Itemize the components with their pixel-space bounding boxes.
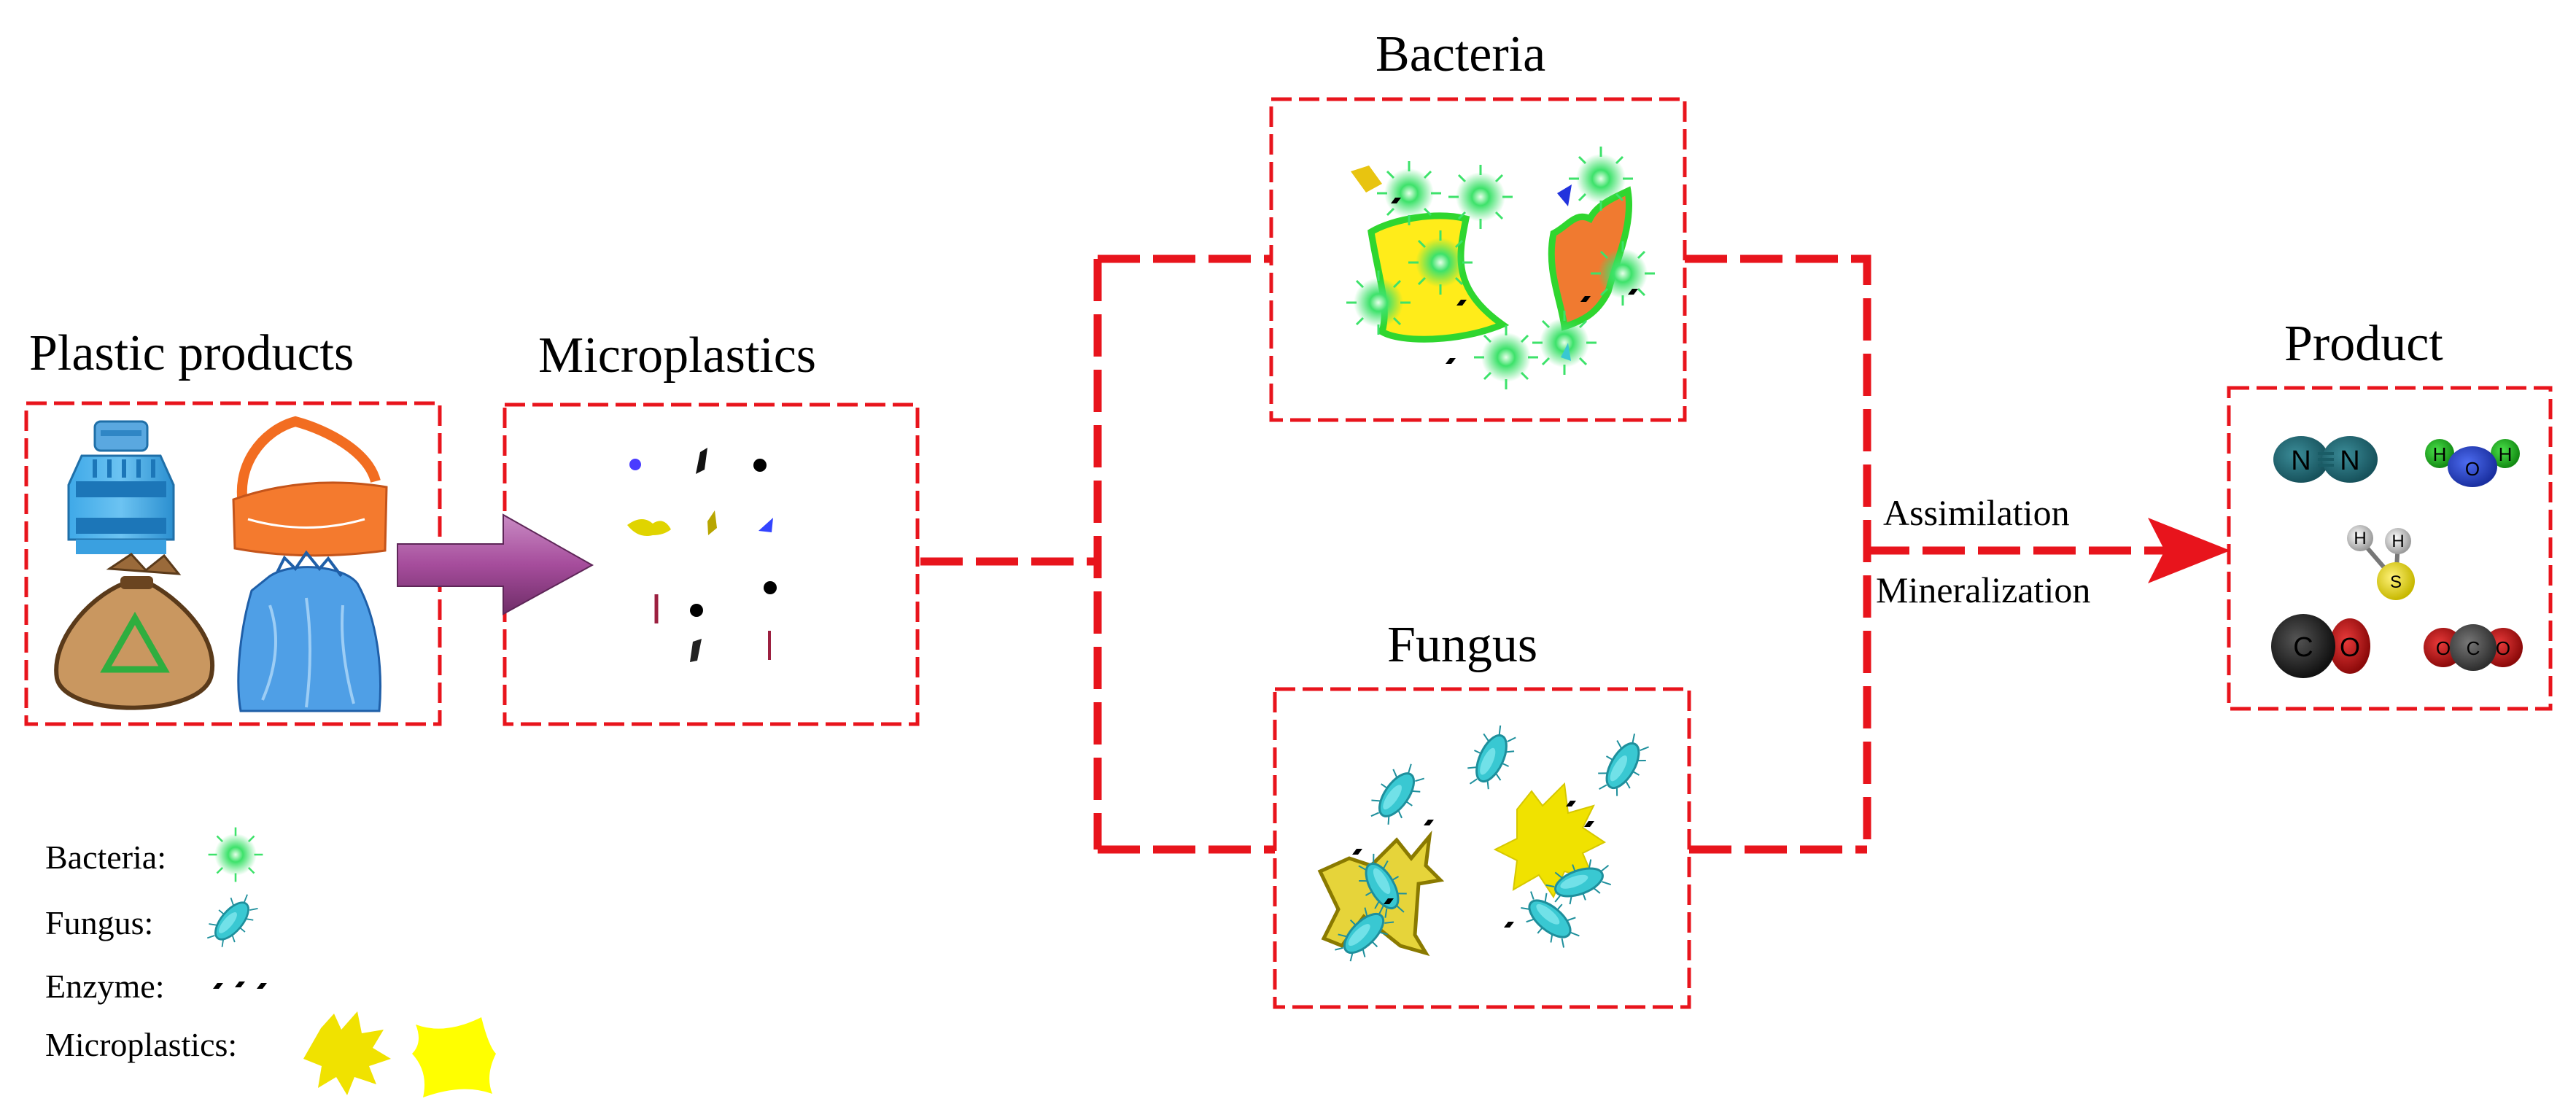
mineralization-label: Mineralization — [1876, 570, 2091, 610]
molecule-h2o: H O H — [2425, 439, 2520, 487]
fungus-box — [1273, 687, 1691, 1009]
h2o-atom-3: H — [2499, 443, 2513, 465]
plastic-products-title: Plastic products — [29, 325, 354, 381]
product-title: Product — [2284, 316, 2443, 372]
microplastic-particles — [627, 448, 777, 662]
h2o-atom-1: H — [2433, 443, 2447, 465]
purple-arrow — [397, 513, 594, 615]
molecule-co2: O C O — [2424, 624, 2523, 671]
garbage-bag-icon — [54, 553, 215, 710]
microplastics-title: Microplastics — [538, 327, 817, 384]
co-atom-1: C — [2293, 632, 2313, 663]
legend-fungus-label: Fungus: — [45, 904, 154, 941]
legend-fungus-icon — [199, 885, 265, 955]
co-atom-2: O — [2340, 632, 2360, 662]
blue-plastic-bags-icon — [237, 550, 381, 712]
bag-icon — [232, 416, 388, 557]
assimilation-label: Assimilation — [1883, 492, 2070, 533]
n2-atom-2: N — [2340, 446, 2359, 476]
legend-enzyme-icon — [213, 981, 267, 989]
legend-microplastics-icon — [303, 1011, 496, 1097]
fungus-illustration — [1317, 718, 1658, 971]
connector-from-bacteria — [1685, 254, 1871, 850]
molecule-h2s: H S H — [2347, 525, 2415, 600]
legend-microplastics-label: Microplastics: — [45, 1026, 238, 1063]
h2s-atom-3: H — [2391, 532, 2404, 551]
co2-atom-2: C — [2467, 637, 2480, 659]
molecule-n2: N N — [2273, 436, 2378, 483]
legend-bacteria-icon — [207, 826, 264, 883]
product-arrowhead — [2148, 518, 2230, 583]
co2-atom-1: O — [2436, 637, 2451, 659]
legend-bacteria-label: Bacteria: — [45, 839, 167, 876]
bacteria-illustration — [1345, 145, 1656, 391]
co2-atom-3: O — [2496, 637, 2510, 659]
bacteria-title: Bacteria — [1376, 26, 1546, 82]
molecule-co: C O — [2271, 614, 2370, 678]
connector-microplastics-split — [920, 259, 1102, 850]
bottle-icon — [67, 420, 175, 554]
h2o-atom-2: O — [2465, 458, 2480, 480]
h2s-atom-2: S — [2390, 572, 2402, 592]
legend-enzyme-label: Enzyme: — [45, 968, 165, 1005]
fungus-title: Fungus — [1387, 617, 1538, 673]
product-box — [2227, 386, 2553, 711]
n2-atom-1: N — [2291, 446, 2311, 476]
h2s-atom-1: H — [2354, 529, 2366, 548]
